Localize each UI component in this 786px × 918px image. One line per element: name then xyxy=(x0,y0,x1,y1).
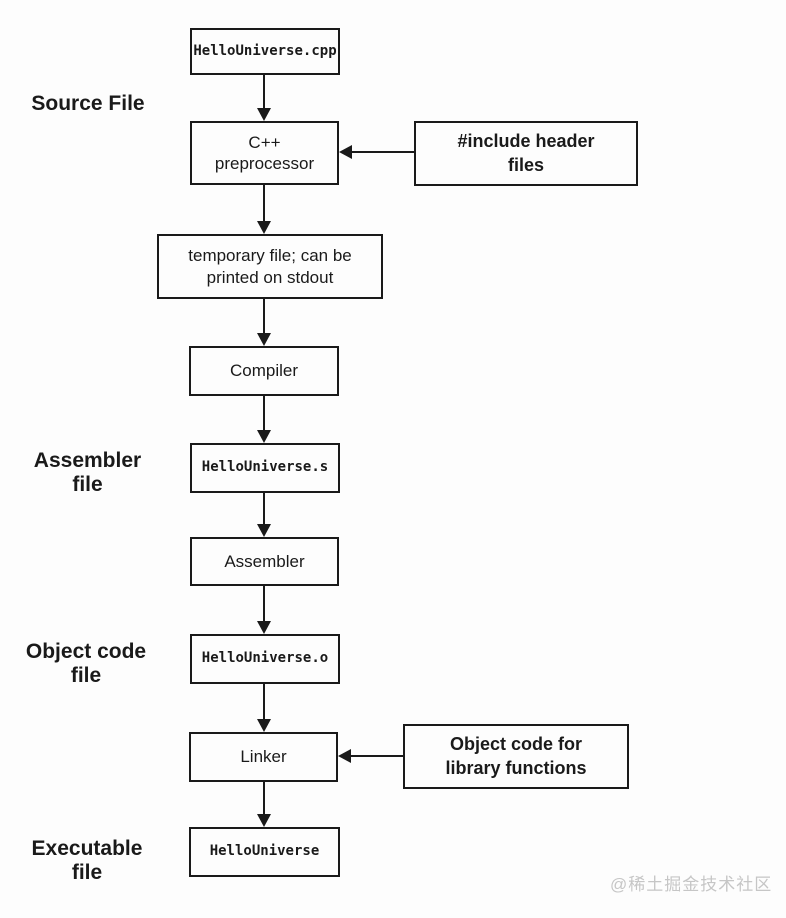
node-executable-box: HelloUniverse xyxy=(189,827,340,877)
arrow-left-icon xyxy=(338,749,351,763)
arrow-left-icon xyxy=(339,145,352,159)
node-temporary-file-box: temporary file; can be printed on stdout xyxy=(157,234,383,299)
arrow-preprocessor-to-tempfile xyxy=(257,185,271,234)
arrow-linker-to-executable xyxy=(257,782,271,827)
node-compiler-box: Compiler xyxy=(189,346,339,396)
stage-label-assembler-file: Assembler file xyxy=(33,449,142,497)
node-preprocessor-box: C++ preprocessor xyxy=(190,121,339,185)
arrow-assembler-to-objectfile xyxy=(257,586,271,634)
node-assembler-box: Assembler xyxy=(190,537,339,586)
node-include-headers-box: #include header files xyxy=(414,121,638,186)
stage-label-executable-file: Executable file xyxy=(31,837,143,885)
arrow-tempfile-to-compiler xyxy=(257,299,271,346)
node-object-file-box: HelloUniverse.o xyxy=(190,634,340,684)
arrow-source-to-preprocessor xyxy=(257,75,271,121)
arrow-down-icon xyxy=(257,814,271,827)
arrow-down-icon xyxy=(257,719,271,732)
arrow-down-icon xyxy=(257,221,271,234)
watermark-text: @稀土掘金技术社区 xyxy=(610,875,773,894)
arrow-down-icon xyxy=(257,430,271,443)
stage-label-object-code-file: Object code file xyxy=(25,640,147,688)
node-object-code-library-box: Object code for library functions xyxy=(403,724,629,789)
node-assembly-file-box: HelloUniverse.s xyxy=(190,443,340,493)
arrow-include-to-preprocessor xyxy=(339,145,414,159)
arrow-library-to-linker xyxy=(338,749,403,763)
stage-label-source-file: Source File xyxy=(31,92,145,115)
arrow-down-icon xyxy=(257,621,271,634)
arrow-down-icon xyxy=(257,524,271,537)
arrow-assemblyfile-to-assembler xyxy=(257,493,271,537)
arrow-down-icon xyxy=(257,333,271,346)
arrow-compiler-to-assemblyfile xyxy=(257,396,271,443)
node-source-file-box: HelloUniverse.cpp xyxy=(190,28,340,75)
node-linker-box: Linker xyxy=(189,732,338,782)
arrow-down-icon xyxy=(257,108,271,121)
arrow-objectfile-to-linker xyxy=(257,684,271,732)
